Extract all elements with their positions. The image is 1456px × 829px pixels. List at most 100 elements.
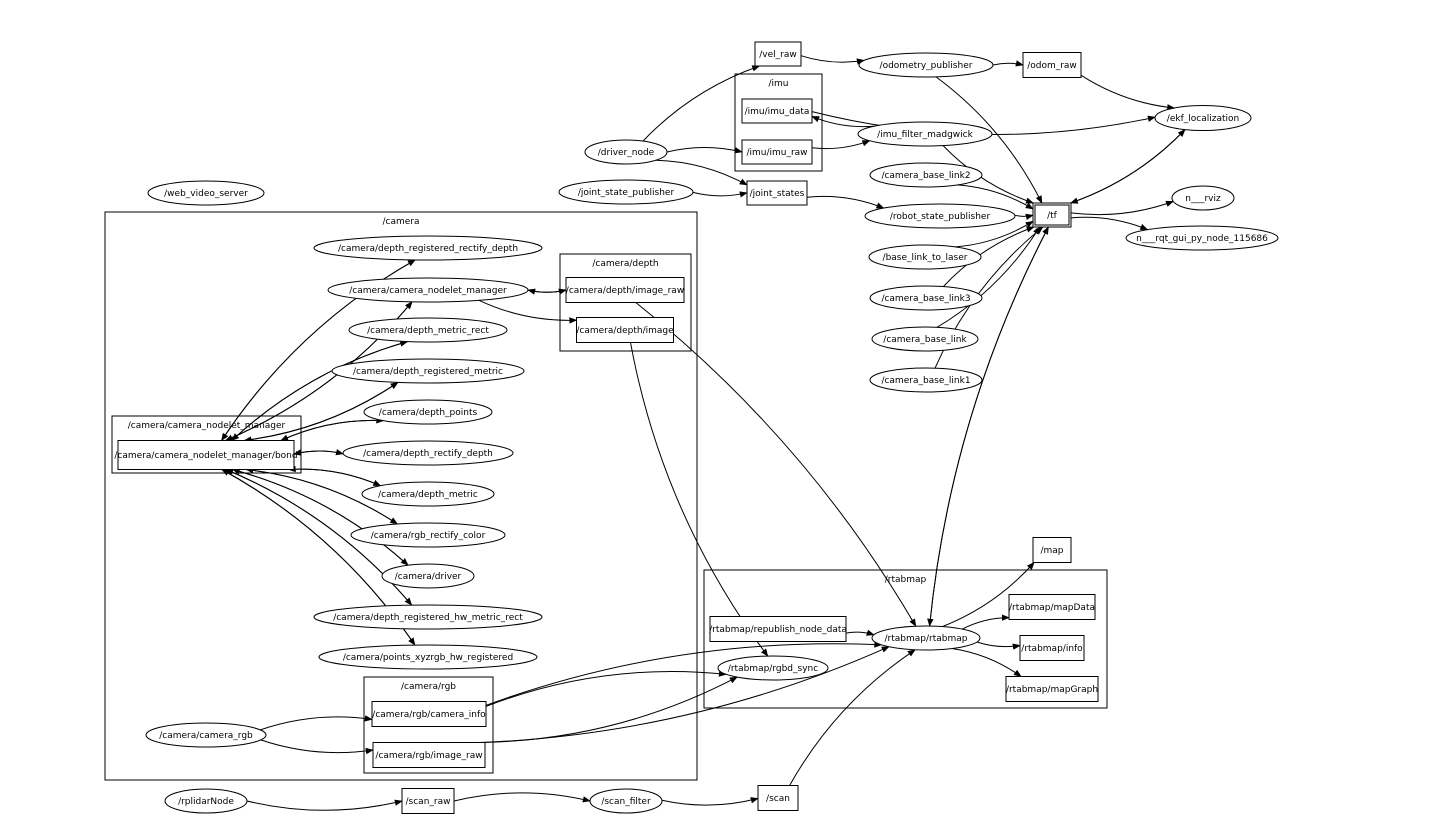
node-rtabmap-rgbd-sync[interactable]: /rtabmap/rgbd_sync [717, 655, 829, 681]
node-label: /camera/depth_registered_metric [353, 367, 503, 377]
topic-box [401, 788, 455, 814]
edge-camera-base-link2-to-tf [957, 184, 1034, 210]
cluster-camera-camera-nodelet-manager: /camera/camera_nodelet_manager [111, 415, 302, 474]
node-ellipse [313, 604, 543, 630]
cluster-label: /imu [768, 79, 788, 89]
node-rtabmap-rtabmap[interactable]: /rtabmap/rtabmap [871, 625, 981, 651]
topic-imu-imu-raw[interactable]: /imu/imu_raw [741, 139, 813, 165]
node-label: /scan_filter [601, 797, 651, 807]
node-camera-base-link2[interactable]: /camera_base_link2 [869, 162, 983, 188]
edge-scan-to-rtabmap-rtabmap [789, 649, 916, 786]
node-camera-depth-rectify-depth[interactable]: /camera/depth_rectify_depth [342, 440, 514, 466]
edge-rtabmap-rtabmap-to-rtabmap-info [976, 641, 1021, 650]
cluster-frame [734, 73, 823, 172]
node-ekf-localization[interactable]: /ekf_localization [1154, 105, 1252, 131]
topic-imu-imu-data[interactable]: /imu/imu_data [741, 98, 813, 124]
topic-box [1032, 537, 1072, 563]
edge-driver-node-to-joint-states [656, 159, 748, 186]
topic-joint-states[interactable]: /joint_states [746, 180, 808, 206]
cluster-label: /camera/depth [592, 259, 658, 269]
edge-rtabmap-rtabmap-to-rtabmap-mapgraph [951, 648, 1022, 677]
node-label: /joint_state_publisher [578, 188, 675, 198]
node-camera-depth-registered-metric[interactable]: /camera/depth_registered_metric [331, 358, 525, 384]
node-camera-camera-nodelet-manager[interactable]: /camera/camera_nodelet_manager [327, 277, 529, 303]
topic-scan[interactable]: /scan [757, 785, 799, 811]
node-ellipse [717, 655, 829, 681]
node-n-rqt-gui-py-node-115686[interactable]: n___rqt_gui_py_node_115686 [1125, 225, 1279, 251]
topic-rtabmap-info[interactable]: /rtabmap/info [1019, 635, 1085, 661]
edge-camera-depth-registered-rectify-depth-to-camera-camera-nodelet-manager-bond [221, 259, 416, 442]
topic-tf[interactable]: /tf [1032, 202, 1072, 228]
node-scan-filter[interactable]: /scan_filter [589, 788, 663, 814]
topic-box [1005, 676, 1099, 702]
node-camera-driver[interactable]: /camera/driver [381, 563, 475, 589]
topic-rtabmap-mapgraph[interactable]: /rtabmap/mapGraph [1005, 676, 1099, 702]
node-camera-base-link3[interactable]: /camera_base_link3 [869, 285, 983, 311]
node-label: /camera/depth_points [379, 408, 478, 418]
node-joint-state-publisher[interactable]: /joint_state_publisher [558, 179, 694, 205]
topic-camera-rgb-image-raw[interactable]: /camera/rgb/image_raw [372, 742, 486, 768]
cluster-imu: /imu [734, 73, 823, 172]
node-camera-base-link[interactable]: /camera_base_link [871, 326, 979, 352]
node-camera-depth-points[interactable]: /camera/depth_points [363, 399, 493, 425]
node-robot-state-publisher[interactable]: /robot_state_publisher [864, 203, 1016, 229]
node-n-rviz[interactable]: n___rviz [1171, 185, 1235, 211]
node-label: /scan_raw [406, 797, 451, 807]
node-ellipse [327, 277, 529, 303]
topic-map[interactable]: /map [1032, 537, 1072, 563]
edge-camera-rgb-camera-info-to-rtabmap-rgbd-sync [485, 670, 727, 707]
topic-vel-raw[interactable]: /vel_raw [754, 41, 802, 67]
edge-odometry-publisher-to-tf [935, 76, 1043, 204]
node-ellipse [1125, 225, 1279, 251]
topic-rtabmap-mapdata[interactable]: /rtabmap/mapData [1008, 594, 1096, 620]
topic-odom-raw[interactable]: /odom_raw [1022, 52, 1082, 78]
edge-imu-filter-madgwick-to-tf [942, 145, 1034, 204]
node-ellipse [318, 644, 538, 670]
topic-camera-depth-image[interactable]: /camera/depth/image [576, 317, 674, 343]
node-label: /rtabmap/republish_node_data [709, 625, 847, 635]
node-base-link-to-laser[interactable]: /base_link_to_laser [868, 244, 982, 270]
topic-box [709, 616, 847, 642]
node-label: /scan [766, 794, 790, 804]
edge-imu-filter-madgwick-to-imu-imu-data [811, 115, 875, 128]
node-rplidarnode[interactable]: /rplidarNode [164, 788, 248, 814]
node-label: /camera_base_link [883, 335, 967, 345]
topic-box [1008, 594, 1096, 620]
topic-scan-raw[interactable]: /scan_raw [401, 788, 455, 814]
node-camera-camera-rgb[interactable]: /camera/camera_rgb [145, 722, 267, 748]
edge-camera-rgb-camera-info-to-rtabmap-rtabmap [485, 641, 883, 706]
node-camera-depth-metric[interactable]: /camera/depth_metric [361, 481, 495, 507]
topic-camera-depth-image-raw[interactable]: /camera/depth/image_raw [565, 277, 685, 303]
node-label: /rtabmap/rgbd_sync [728, 664, 818, 674]
node-label: /joint_states [750, 189, 805, 199]
node-label: /web_video_server [164, 189, 248, 199]
node-label: /camera/driver [395, 572, 462, 582]
node-label: /camera_base_link2 [881, 171, 970, 181]
node-imu-filter-madgwick[interactable]: /imu_filter_madgwick [857, 121, 993, 147]
edge-driver-node-to-vel-raw [642, 65, 761, 142]
node-camera-depth-registered-rectify-depth[interactable]: /camera/depth_registered_rectify_depth [313, 235, 543, 261]
node-camera-points-xyzrgb-hw-registered[interactable]: /camera/points_xyzrgb_hw_registered [318, 644, 538, 670]
topic-rtabmap-republish-node-data[interactable]: /rtabmap/republish_node_data [709, 616, 847, 642]
node-label: /tf [1047, 211, 1058, 221]
node-driver-node[interactable]: /driver_node [584, 139, 668, 165]
node-label: /camera/depth_metric [378, 490, 478, 500]
node-web-video-server[interactable]: /web_video_server [147, 180, 265, 206]
node-label: /camera/camera_rgb [159, 731, 253, 741]
node-label: /rtabmap/rtabmap [885, 634, 968, 644]
edge-camera-depth-image-to-rtabmap-rgbd-sync [630, 342, 769, 657]
node-odometry-publisher[interactable]: /odometry_publisher [858, 52, 994, 78]
cluster-rtabmap: /rtabmap [703, 569, 1108, 709]
node-camera-base-link1[interactable]: /camera_base_link1 [869, 367, 983, 393]
topic-camera-rgb-camera-info[interactable]: /camera/rgb/camera_info [371, 701, 487, 727]
topic-camera-camera-nodelet-manager-bond[interactable]: /camera/camera_nodelet_manager/bond [114, 440, 298, 470]
cluster-label: /camera/camera_nodelet_manager [128, 421, 286, 431]
edge-ekf-localization-to-tf [1069, 129, 1186, 204]
node-ellipse [1171, 185, 1235, 211]
node-label: /imu/imu_raw [746, 148, 807, 158]
node-camera-depth-metric-rect[interactable]: /camera/depth_metric_rect [348, 317, 508, 343]
node-camera-depth-registered-hw-metric-rect[interactable]: /camera/depth_registered_hw_metric_rect [313, 604, 543, 630]
topic-box [754, 41, 802, 67]
node-ellipse [361, 481, 495, 507]
node-camera-rgb-rectify-color[interactable]: /camera/rgb_rectify_color [350, 522, 506, 548]
